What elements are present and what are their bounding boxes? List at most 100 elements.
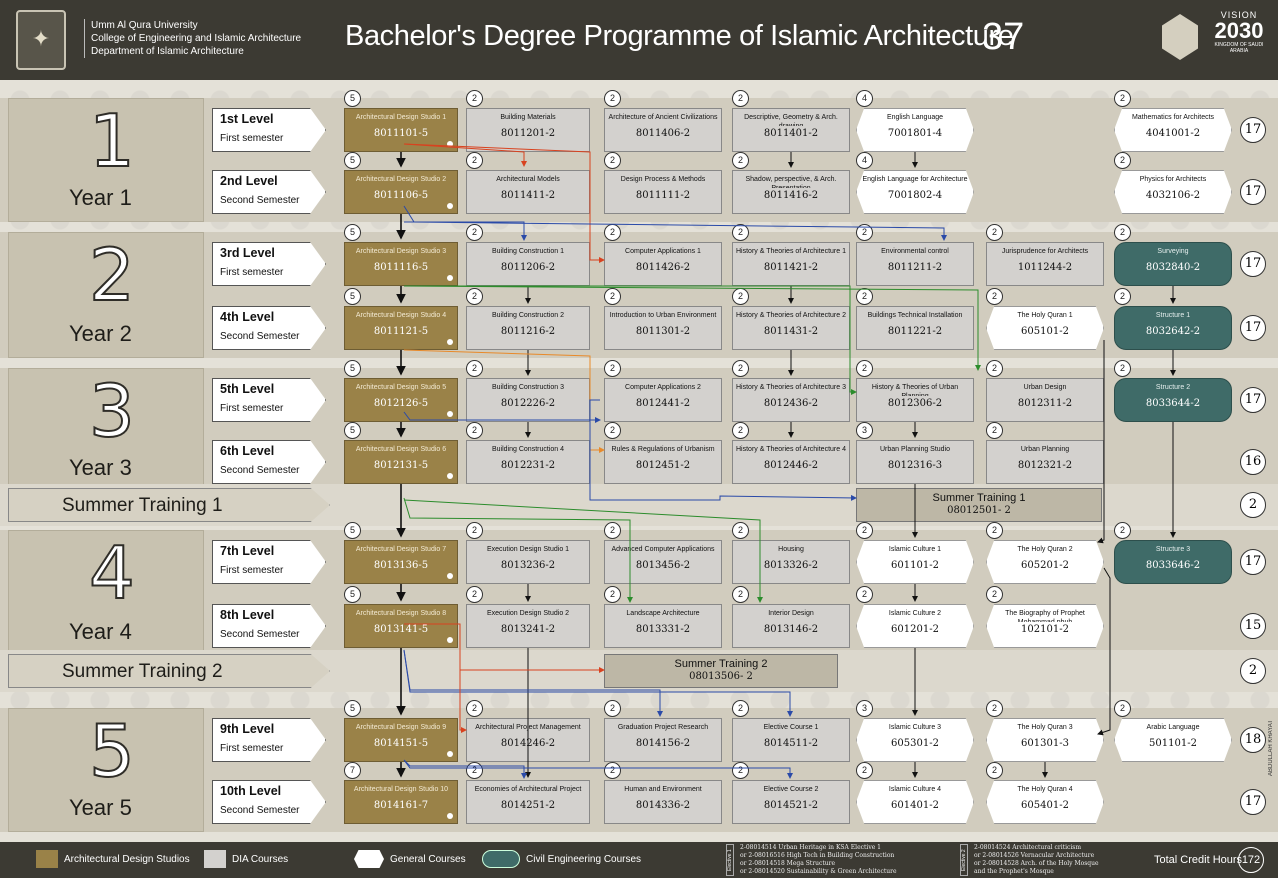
semester-total: 2 <box>1240 492 1266 518</box>
legend-studio-swatch <box>36 850 58 868</box>
university-seal-icon <box>16 10 66 70</box>
page-title: Bachelor's Degree Programme of Islamic A… <box>345 20 1014 52</box>
course-box[interactable]: Descriptive, Geometry & Arch. drawing801… <box>732 108 850 152</box>
course-box[interactable]: Shadow, perspective, & Arch. Presentatio… <box>732 170 850 214</box>
year-label: Year 4 <box>69 619 132 644</box>
credit-hours-badge: 5 <box>344 586 361 603</box>
year-label: Year 3 <box>69 455 132 480</box>
level-name: 10th Level <box>220 784 282 798</box>
total-credit-label: Total Credit Hours <box>1154 854 1243 866</box>
credit-hours-badge: 2 <box>466 360 483 377</box>
university-info: Umm Al Qura University College of Engine… <box>84 19 301 58</box>
course-name: Computer Applications 1 <box>625 248 701 255</box>
credit-hours-badge: 2 <box>604 422 621 439</box>
credit-hours-badge: 5 <box>344 422 361 439</box>
course-name: History & Theories of Architecture 4 <box>736 446 846 453</box>
summer-training-label: Summer Training 1 <box>62 495 223 516</box>
prerequisite-arrow <box>459 624 605 673</box>
course-box[interactable]: History & Theories of Urban Planning8012… <box>856 378 974 422</box>
level-semester: Second Semester <box>220 629 300 640</box>
semester-total: 17 <box>1240 387 1266 413</box>
elective2-list: 2-08014524 Architectural criticism or 2-… <box>974 844 1099 876</box>
course-box[interactable]: The Biography of Prophet Mohammad pbuh10… <box>986 604 1104 648</box>
course-name: Islamic Culture 4 <box>888 786 942 793</box>
credit-hours-badge: 2 <box>604 522 621 539</box>
course-code: 8033644-2 <box>1145 398 1201 409</box>
course-name: The Holy Quran 1 <box>1017 312 1073 319</box>
year-number: 5 <box>88 709 136 793</box>
vision-sub: KINGDOM OF SAUDI ARABIA <box>1214 42 1264 54</box>
credit-hours-badge: 2 <box>732 288 749 305</box>
semester-total: 17 <box>1240 549 1266 575</box>
course-code: 8014511-2 <box>763 738 819 749</box>
course-name: Execution Design Studio 1 <box>486 546 570 553</box>
course-name: History & Theories of Architecture 1 <box>736 248 846 255</box>
credit-hours-badge: 4 <box>856 152 873 169</box>
course-code: 8011216-2 <box>500 326 556 337</box>
course-code: 501101-2 <box>1149 738 1197 749</box>
